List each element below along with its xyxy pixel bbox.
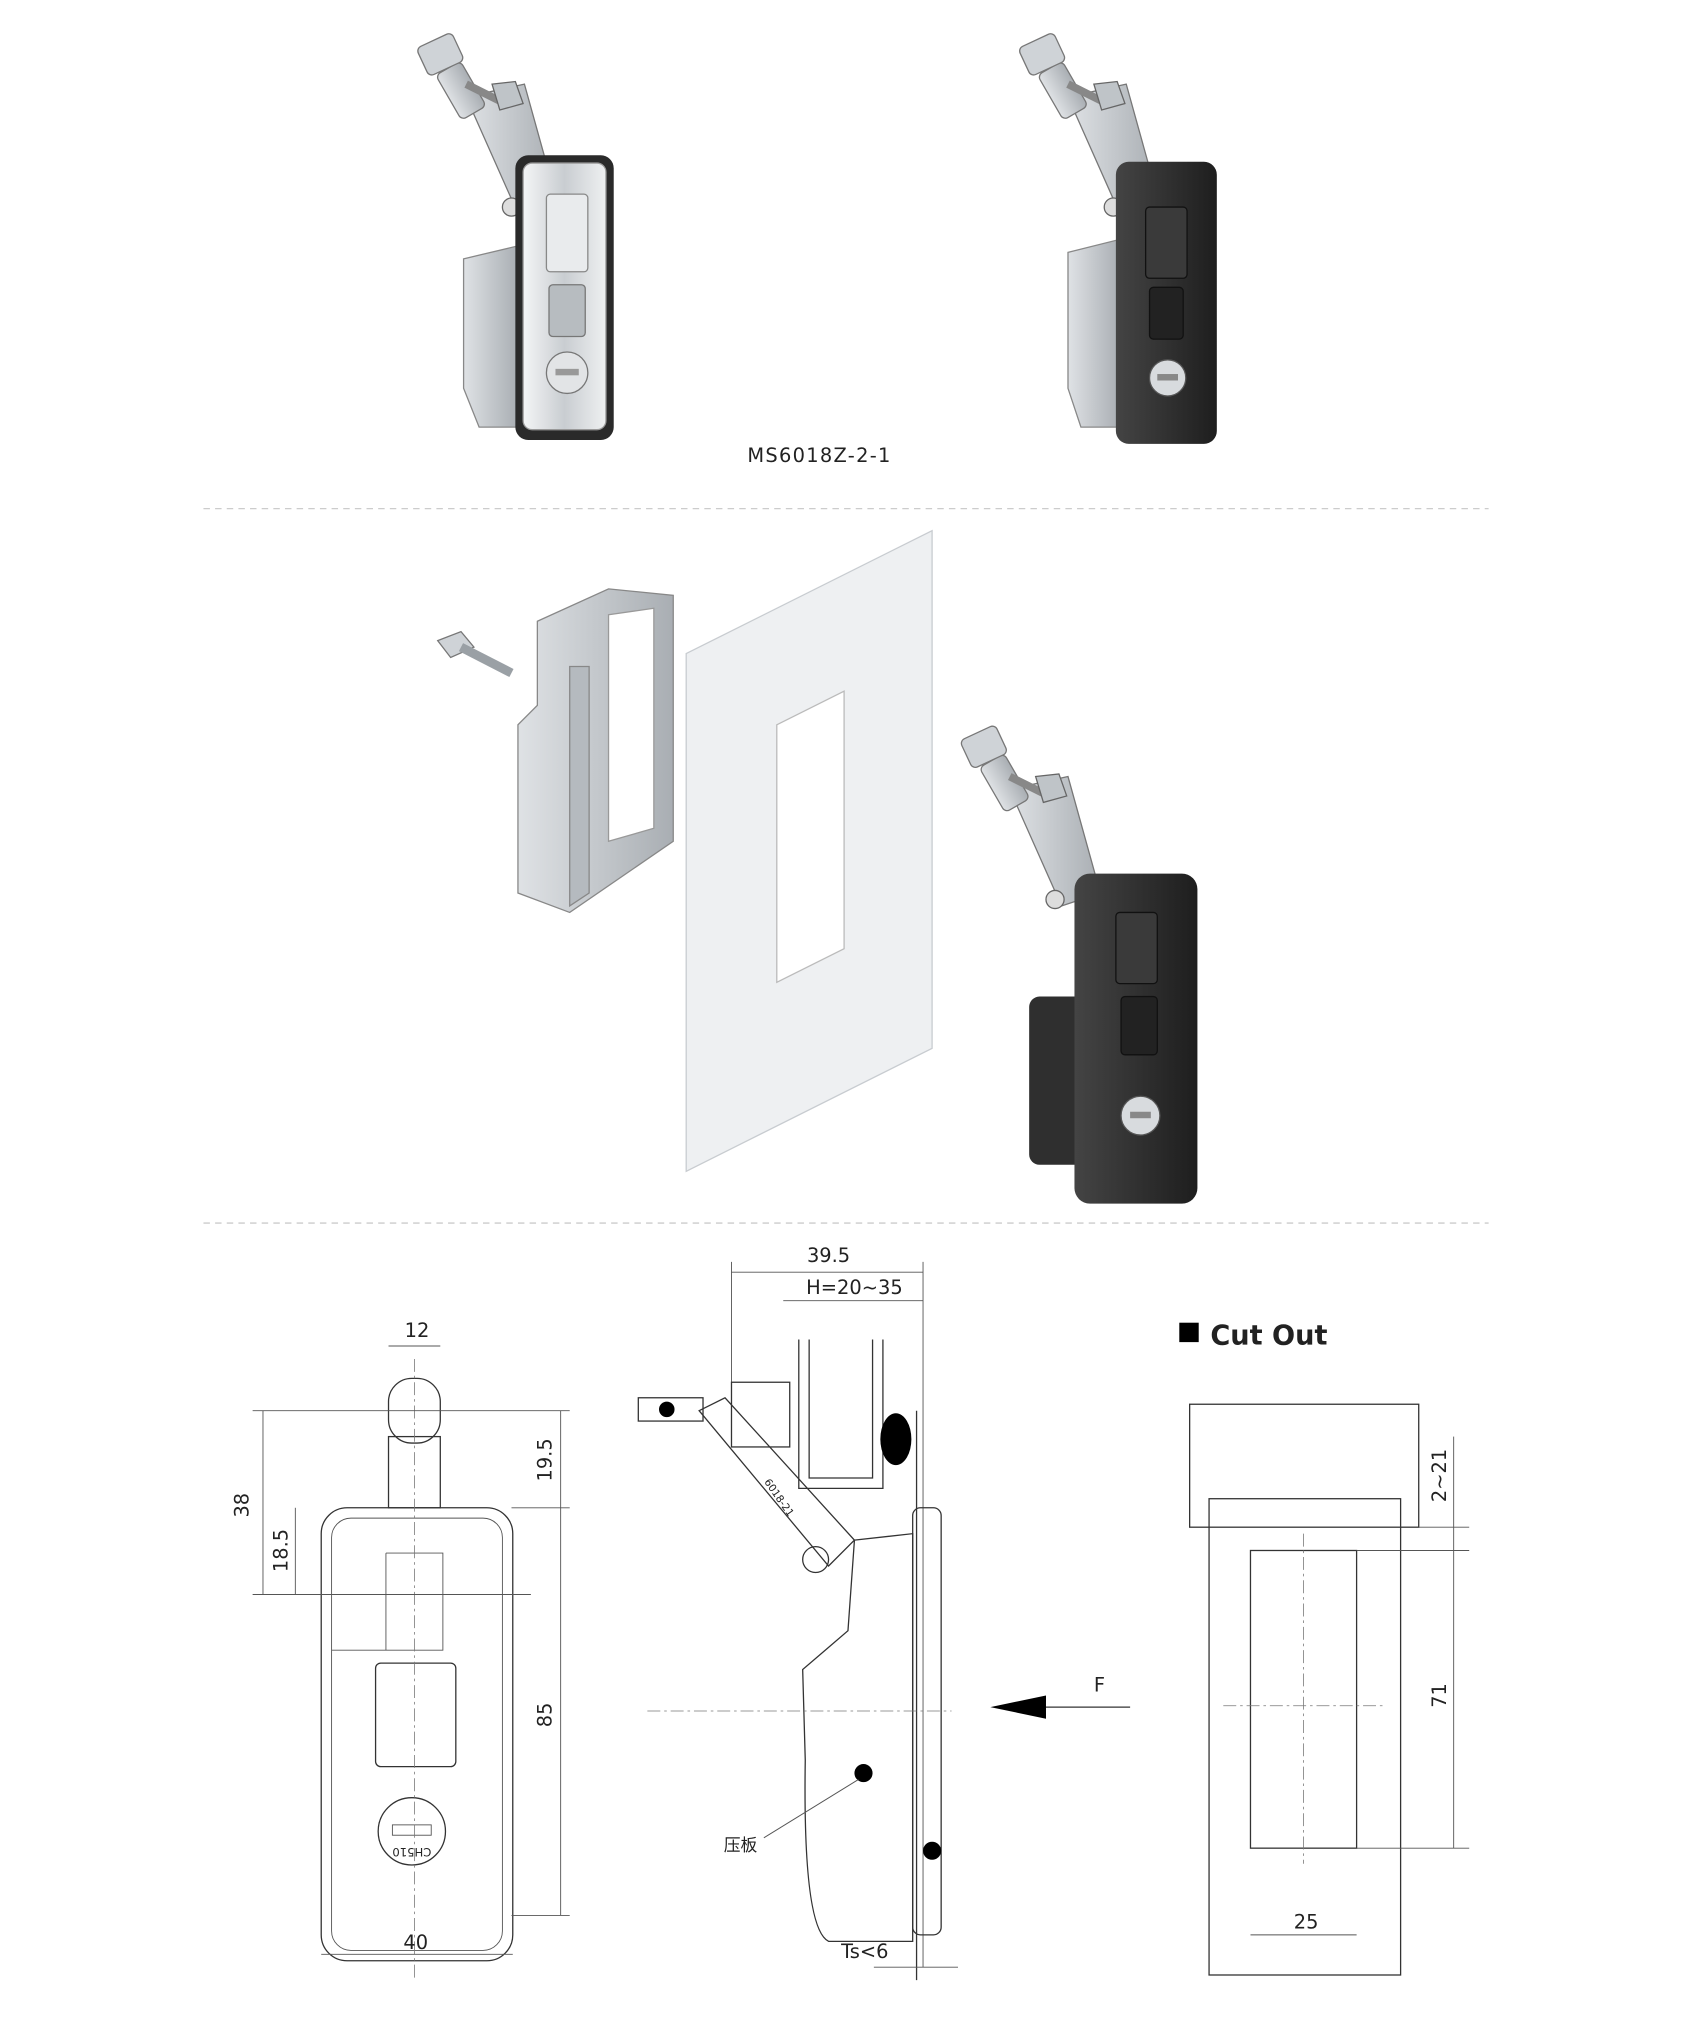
dim-cutout-width: 25 bbox=[1294, 1910, 1319, 1933]
bracket-render bbox=[517, 588, 674, 914]
front-view-drawing: CH510 12 38 18.5 19.5 85 40 bbox=[231, 1319, 570, 1981]
latch-chrome-render bbox=[416, 32, 614, 441]
dim-panel-thickness: Ts<6 bbox=[840, 1940, 888, 1963]
dim-top-width: 12 bbox=[405, 1319, 430, 1342]
latch-assembly-render bbox=[960, 724, 1198, 1204]
dim-cutout-height: 71 bbox=[1428, 1683, 1451, 1708]
dim-lower-offset: 18.5 bbox=[270, 1529, 293, 1572]
dim-grip-offset: 19.5 bbox=[534, 1438, 557, 1481]
screw-render bbox=[436, 630, 514, 678]
dim-flange-range: 2~21 bbox=[1428, 1449, 1451, 1502]
dim-grip-range: H=20~35 bbox=[806, 1276, 903, 1299]
force-label: F bbox=[1094, 1674, 1105, 1697]
dim-overall-height: 38 bbox=[231, 1493, 254, 1518]
bullet-square-icon bbox=[1179, 1322, 1199, 1343]
dim-body-height: 85 bbox=[534, 1703, 557, 1728]
side-view-drawing: 39.5 H=20~35 6018-21 压板 F Ts<6 bbox=[637, 1244, 1131, 1981]
arm-marking: 6018-21 bbox=[761, 1477, 796, 1519]
latch-black-render bbox=[1018, 32, 1217, 444]
dim-total-depth: 39.5 bbox=[807, 1244, 850, 1267]
lock-marking: CH510 bbox=[392, 1845, 431, 1859]
pressure-plate-label: 压板 bbox=[724, 1835, 758, 1855]
panel-render bbox=[685, 529, 933, 1173]
cut-out-title: Cut Out bbox=[1210, 1321, 1327, 1352]
model-caption: MS6018Z-2-1 bbox=[747, 444, 891, 467]
dim-body-width: 40 bbox=[403, 1931, 428, 1954]
cut-out-drawing: Cut Out 2~21 71 25 bbox=[1179, 1321, 1470, 1976]
